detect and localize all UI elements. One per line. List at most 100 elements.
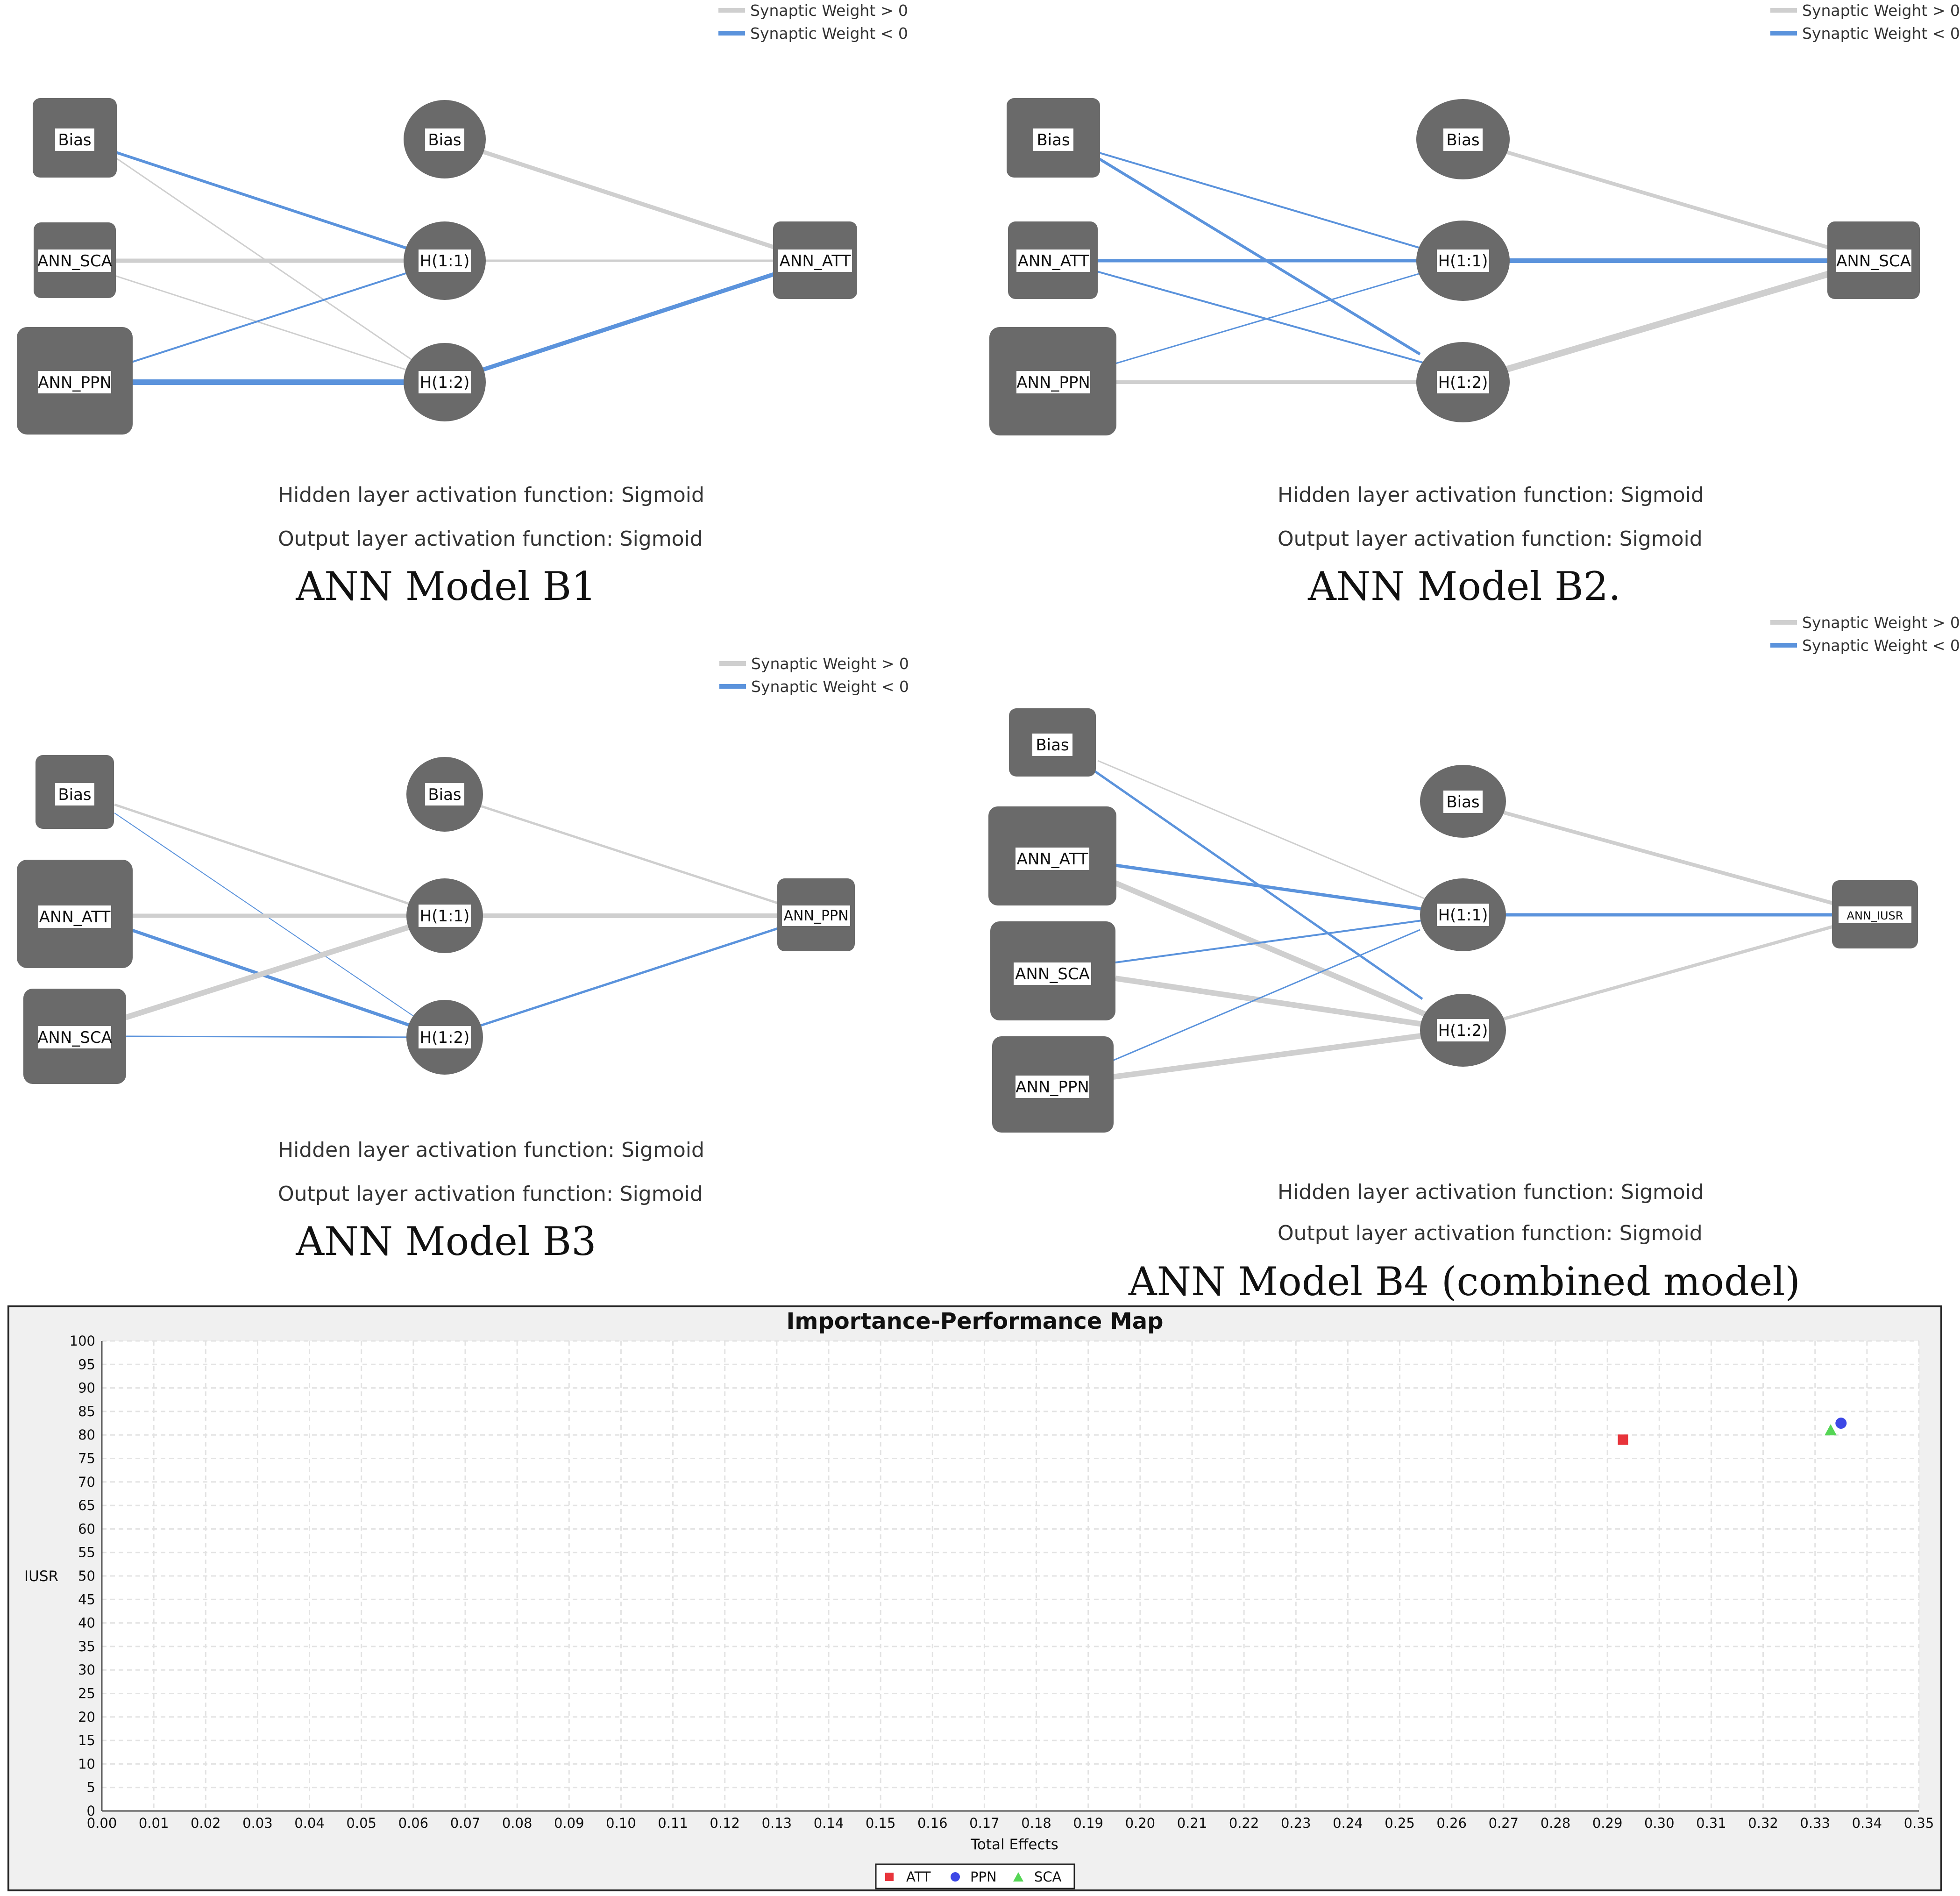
node-label: Bias: [58, 131, 91, 150]
y-tick-label: 90: [78, 1380, 95, 1396]
data-point-att: [1618, 1434, 1628, 1445]
legend-negative-label: Synaptic Weight < 0: [750, 24, 908, 43]
chart-title: Importance-Performance Map: [786, 1308, 1163, 1334]
connection-h12-output: [1462, 257, 1874, 385]
connection-hbias-output: [1462, 137, 1874, 263]
x-tick-label: 0.21: [1177, 1815, 1207, 1831]
node-label: Bias: [1446, 793, 1479, 812]
connection-hbias-output: [444, 793, 817, 917]
node-label: ANN_SCA: [1836, 252, 1911, 271]
input-node-ann-ppn: ANN_PPN: [17, 327, 133, 435]
x-tick-label: 0.15: [866, 1815, 896, 1831]
y-tick-label: 65: [78, 1497, 95, 1513]
output-node-ann-sca: ANN_SCA: [1827, 221, 1920, 299]
y-tick-label: 15: [78, 1732, 95, 1748]
legend-negative-label: Synaptic Weight < 0: [1802, 636, 1960, 655]
input-node-ann-att: ANN_ATT: [1008, 221, 1098, 299]
x-tick-label: 0.00: [87, 1815, 117, 1831]
node-label: H(1:2): [420, 373, 470, 392]
model-b1-legend: Synaptic Weight > 0 Synaptic Weight < 0: [718, 1, 908, 43]
connection-ppn-h11: [1112, 929, 1420, 1062]
x-tick-label: 0.23: [1281, 1815, 1311, 1831]
y-axis-label: IUSR: [24, 1568, 58, 1585]
model-b4-legend: Synaptic Weight > 0 Synaptic Weight < 0: [1770, 613, 1960, 655]
node-label: ANN_PPN: [1016, 373, 1090, 392]
node-label: ANN_SCA: [37, 252, 112, 271]
x-tick-label: 0.18: [1021, 1815, 1051, 1831]
input-node-ann-sca: ANN_SCA: [990, 921, 1115, 1020]
node-label: Bias: [428, 131, 461, 150]
model-caption: ANN Model B3: [295, 1219, 596, 1264]
hidden-node-bias: Bias: [404, 100, 486, 178]
node-label: H(1:1): [1438, 906, 1488, 925]
hidden-activation-text: Hidden layer activation function: Sigmoi…: [278, 483, 704, 507]
connection-bias-h11: [1097, 760, 1463, 916]
x-tick-label: 0.05: [346, 1815, 376, 1831]
y-tick-label: 55: [78, 1545, 95, 1561]
node-label: Bias: [1036, 736, 1069, 755]
model-b1-connections: [88, 137, 816, 385]
node-label: H(1:2): [1438, 1021, 1488, 1040]
node-label: H(1:1): [420, 252, 470, 271]
model-b3-legend: Synaptic Weight > 0 Synaptic Weight < 0: [719, 655, 909, 696]
legend-positive-label: Synaptic Weight > 0: [1802, 1, 1960, 20]
hidden-activation-text: Hidden layer activation function: Sigmoi…: [1278, 1180, 1704, 1204]
x-tick-label: 0.04: [294, 1815, 325, 1831]
input-node-ann-att: ANN_ATT: [17, 860, 133, 968]
input-node-ann-att: ANN_ATT: [988, 806, 1116, 905]
legend-negative-label: Synaptic Weight < 0: [751, 677, 909, 696]
model-b2-legend: Synaptic Weight > 0 Synaptic Weight < 0: [1770, 1, 1960, 43]
x-tick-label: 0.01: [139, 1815, 169, 1831]
connection-sca-h12: [125, 1035, 445, 1038]
y-tick-label: 5: [87, 1780, 95, 1796]
x-tick-label: 0.12: [710, 1815, 740, 1831]
legend-positive-label: Synaptic Weight > 0: [1802, 613, 1960, 632]
x-tick-label: 0.14: [814, 1815, 844, 1831]
x-tick-label: 0.03: [242, 1815, 273, 1831]
connection-att-h12: [1095, 270, 1463, 375]
output-activation-text: Output layer activation function: Sigmoi…: [278, 1182, 703, 1206]
hidden-node-h11: H(1:1): [404, 221, 486, 300]
connection-ppn-h12: [1112, 1027, 1463, 1080]
data-points: [1618, 1418, 1847, 1445]
model-b2-nodes: Bias ANN_ATT ANN_PPN Bias H(1:1): [989, 98, 1920, 435]
x-tick-label: 0.07: [450, 1815, 481, 1831]
y-tick-label: 45: [78, 1591, 95, 1607]
y-tick-label: 95: [78, 1356, 95, 1372]
connection-ppn-h11: [1115, 260, 1463, 364]
y-tick-label: 20: [78, 1709, 95, 1725]
input-node-bias: Bias: [1007, 98, 1100, 178]
node-label: Bias: [58, 785, 91, 804]
legend-sca-marker: [1013, 1872, 1023, 1882]
y-tick-label: 50: [78, 1568, 95, 1584]
x-tick-label: 0.06: [398, 1815, 429, 1831]
legend-positive-label: Synaptic Weight > 0: [750, 1, 908, 20]
node-label: H(1:1): [1438, 252, 1488, 271]
connection-bias-h12: [114, 813, 445, 1038]
x-tick-label: 0.24: [1333, 1815, 1363, 1831]
x-tick-label: 0.08: [502, 1815, 533, 1831]
hidden-node-bias: Bias: [1420, 765, 1506, 838]
x-tick-label: 0.22: [1229, 1815, 1259, 1831]
legend-sca-label: SCA: [1034, 1869, 1062, 1885]
output-activation-text: Output layer activation function: Sigmoi…: [1278, 527, 1703, 551]
x-tick-label: 0.32: [1748, 1815, 1778, 1831]
model-caption: ANN Model B2.: [1307, 563, 1621, 609]
input-node-ann-ppn: ANN_PPN: [992, 1036, 1114, 1133]
model-caption: ANN Model B4 (combined model): [1128, 1259, 1800, 1304]
connection-sca-h12: [1115, 976, 1463, 1033]
input-node-bias: Bias: [1009, 708, 1096, 777]
node-label: Bias: [1446, 131, 1479, 150]
x-tick-label: 0.19: [1073, 1815, 1103, 1831]
output-node-ann-ppn: ANN_PPN: [777, 878, 855, 951]
legend-ppn-marker: [951, 1872, 960, 1882]
data-point-ppn: [1835, 1418, 1847, 1429]
x-tick-label: 0.25: [1385, 1815, 1415, 1831]
x-tick-label: 0.11: [658, 1815, 688, 1831]
y-tick-labels: 0510152025303540455055606570758085909510…: [70, 1333, 95, 1819]
connection-hbias-output: [444, 137, 816, 263]
x-tick-label: 0.35: [1904, 1815, 1934, 1831]
connection-sca-h11: [1115, 914, 1463, 963]
x-tick-label: 0.16: [917, 1815, 948, 1831]
